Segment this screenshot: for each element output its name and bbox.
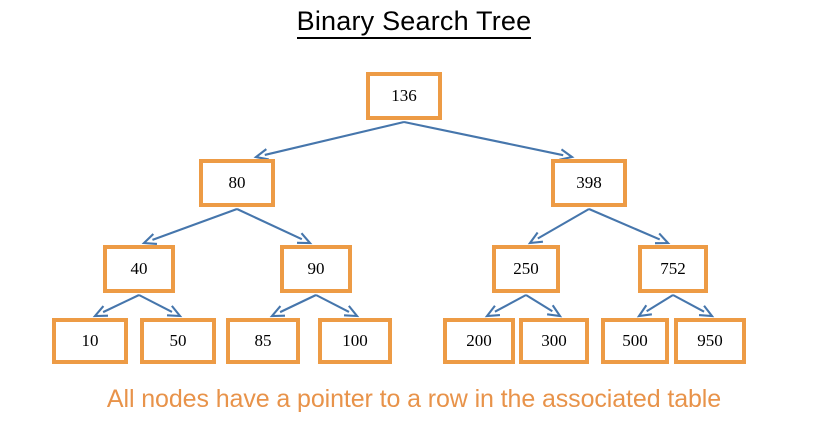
tree-edge-n80-to-n90 — [236, 208, 313, 245]
tree-edge-n250-to-n200 — [484, 294, 527, 318]
edge-arrowhead — [559, 148, 575, 161]
tree-edge-n40-to-n10 — [92, 294, 140, 318]
edge-line — [525, 294, 553, 313]
tree-node-label: 500 — [622, 331, 648, 350]
tree-edge-n398-to-n752 — [588, 208, 671, 245]
edge-arrowhead — [141, 233, 158, 245]
tree-node-label: 752 — [660, 259, 686, 278]
tree-edge-n136-to-n80 — [253, 120, 405, 161]
tree-node-label: 950 — [697, 331, 723, 350]
edge-arrowhead — [343, 305, 360, 318]
tree-edge-n398-to-n250 — [527, 208, 590, 245]
tree-node-50[interactable]: 50 — [140, 318, 216, 364]
tree-edge-n90-to-n100 — [315, 294, 360, 318]
edge-arrowhead — [92, 305, 109, 318]
tree-node-label: 300 — [541, 331, 567, 350]
tree-node-950[interactable]: 950 — [674, 318, 746, 364]
tree-node-label: 85 — [254, 331, 272, 350]
tree-edge-n90-to-n85 — [269, 294, 317, 318]
page-title: Binary Search Tree — [0, 6, 828, 39]
tree-node-80[interactable]: 80 — [199, 159, 275, 207]
tree-edge-n752-to-n500 — [636, 294, 674, 318]
edge-arrowhead — [253, 148, 269, 161]
edge-line — [152, 208, 238, 241]
edge-line — [264, 120, 405, 156]
tree-edge-n136-to-n398 — [403, 120, 575, 161]
tree-node-label: 100 — [342, 331, 368, 350]
page-title-text: Binary Search Tree — [296, 6, 532, 39]
edge-line — [537, 208, 590, 240]
tree-node-40[interactable]: 40 — [103, 245, 175, 293]
edge-arrowhead — [546, 304, 563, 318]
edge-line — [646, 294, 674, 313]
tree-node-label: 398 — [576, 173, 602, 192]
tree-node-label: 40 — [130, 259, 148, 278]
tree-node-100[interactable]: 100 — [318, 318, 392, 364]
tree-edge-n250-to-n300 — [525, 294, 563, 318]
tree-node-label: 250 — [513, 259, 539, 278]
tree-edge-n40-to-n50 — [138, 294, 183, 318]
edge-arrowhead — [636, 304, 653, 318]
tree-node-label: 200 — [466, 331, 492, 350]
edge-arrowhead — [698, 305, 715, 318]
tree-node-300[interactable]: 300 — [519, 318, 589, 364]
diagram-caption: All nodes have a pointer to a row in the… — [106, 385, 722, 413]
tree-node-136[interactable]: 136 — [366, 72, 442, 120]
tree-node-label: 50 — [169, 331, 187, 350]
tree-node-85[interactable]: 85 — [226, 318, 300, 364]
tree-edge-n752-to-n950 — [672, 294, 715, 318]
edge-arrowhead — [166, 305, 183, 318]
edge-arrowhead — [269, 305, 286, 318]
tree-node-398[interactable]: 398 — [551, 159, 627, 207]
edge-arrowhead — [484, 305, 501, 318]
edge-arrowhead — [296, 232, 313, 245]
edge-arrowhead — [654, 232, 671, 245]
tree-node-200[interactable]: 200 — [443, 318, 515, 364]
edge-line — [672, 294, 705, 313]
tree-node-500[interactable]: 500 — [601, 318, 669, 364]
tree-node-250[interactable]: 250 — [492, 245, 560, 293]
tree-node-label: 80 — [228, 173, 246, 192]
tree-node-label: 90 — [307, 259, 325, 278]
edge-line — [494, 294, 527, 313]
tree-node-10[interactable]: 10 — [52, 318, 128, 364]
edge-line — [236, 208, 303, 241]
tree-node-label: 136 — [391, 86, 417, 105]
edge-line — [138, 294, 173, 313]
edge-line — [102, 294, 140, 314]
tree-edge-n80-to-n40 — [141, 208, 238, 245]
tree-node-90[interactable]: 90 — [280, 245, 352, 293]
edge-line — [315, 294, 350, 313]
edge-line — [403, 120, 564, 157]
tree-node-label: 10 — [81, 331, 99, 350]
edge-line — [279, 294, 317, 314]
tree-node-752[interactable]: 752 — [638, 245, 708, 293]
edge-arrowhead — [527, 231, 544, 245]
edge-line — [588, 208, 661, 241]
